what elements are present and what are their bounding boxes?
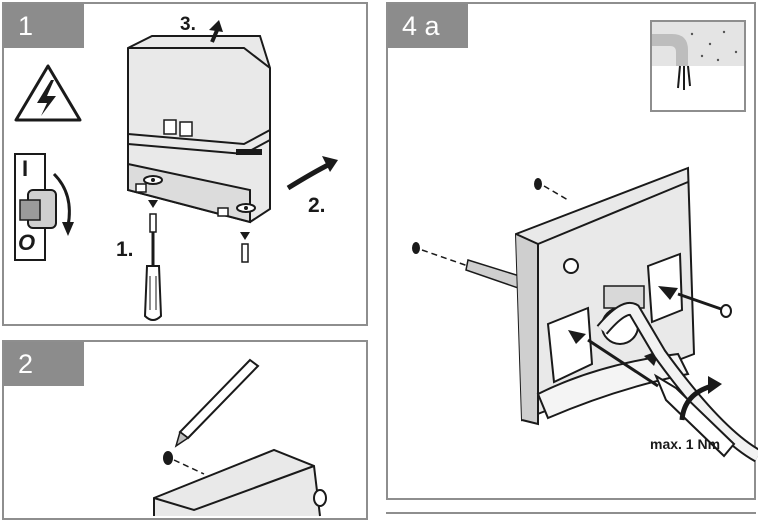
switch-off-label: O	[18, 230, 36, 255]
water-heater-device	[127, 35, 271, 224]
down-arrow-icon	[148, 200, 250, 240]
drill-mark	[534, 178, 542, 190]
drill-mark	[163, 451, 173, 465]
torque-label: max. 1 Nm	[650, 436, 721, 452]
rotate-arrow-icon	[52, 172, 71, 227]
high-voltage-warning-icon	[14, 64, 82, 122]
panel-4a-illustration	[412, 166, 758, 463]
drill-mark	[412, 242, 420, 254]
main-switch	[14, 153, 57, 261]
screwdriver-icon	[587, 338, 736, 458]
screwdriver-icon	[143, 232, 163, 321]
step-badge-2: 2	[4, 342, 84, 386]
step-badge-1: 1	[4, 4, 84, 48]
screw-icon	[149, 213, 249, 263]
rotate-arrow-icon	[679, 383, 713, 421]
panel-2-illustration	[153, 358, 327, 517]
rotate-arrow-icon	[286, 161, 332, 191]
step-badge-4a: 4 a	[388, 4, 468, 48]
panel-next-edge	[386, 512, 756, 514]
pencil-icon	[174, 358, 260, 448]
panel-step-4a: 4 a	[386, 2, 758, 500]
mounting-plate	[153, 448, 327, 517]
step-label-1: 1.	[116, 238, 134, 261]
wall-cable-inset-icon	[650, 20, 746, 112]
panel-step-2: 2	[2, 340, 368, 520]
panel-1-illustration	[14, 20, 338, 321]
step-label-2: 2.	[308, 194, 326, 217]
panel-step-1: 1	[2, 2, 368, 326]
screw-icon	[677, 292, 732, 318]
step-label-3: 3.	[180, 14, 196, 35]
switch-on-label: I	[22, 156, 29, 181]
up-arrow-icon	[209, 20, 223, 43]
